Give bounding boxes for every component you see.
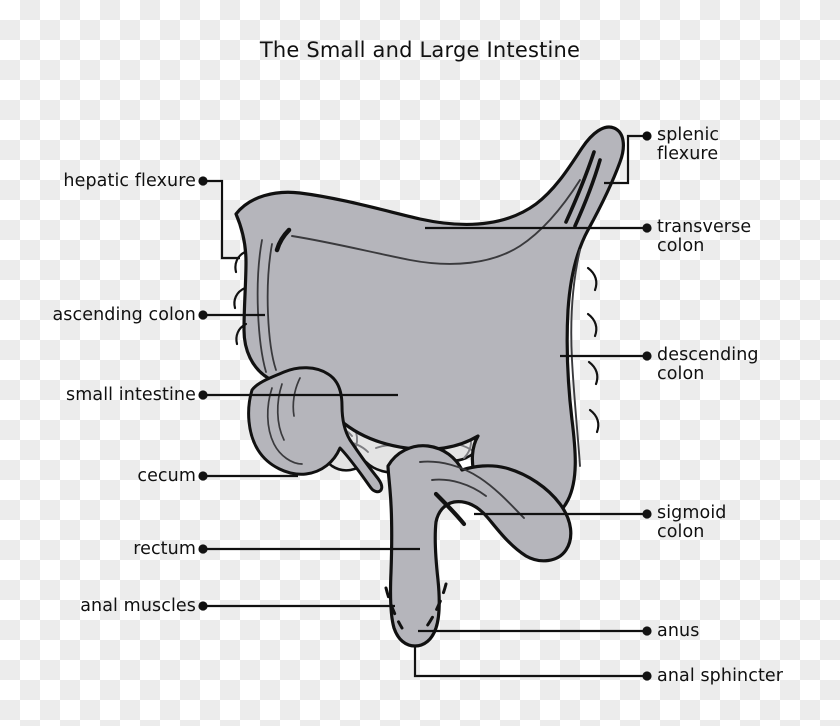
dot-descending-colon: [642, 351, 652, 361]
descending-colon-inner-line: [570, 249, 581, 467]
label-anal-muscles: anal muscles: [80, 596, 196, 616]
leader-lines: [198, 131, 652, 681]
sigmoid-inner-lines: [419, 460, 525, 519]
dot-cecum: [198, 471, 208, 481]
label-small-intestine: small intestine: [66, 385, 196, 405]
dot-anal-muscles: [198, 601, 208, 611]
dot-hepatic-flexure: [198, 176, 208, 186]
label-hepatic-flexure: hepatic flexure: [63, 171, 196, 191]
dot-rectum: [198, 544, 208, 554]
label-splenic-flexure-line2: flexure: [657, 144, 719, 164]
leader-hepatic-flexure: [205, 179, 240, 260]
label-ascending-colon: ascending colon: [52, 305, 196, 325]
dot-ascending-colon: [198, 310, 208, 320]
descending-colon-scallops: [586, 266, 600, 434]
cecum: [247, 366, 384, 494]
label-transverse-colon-line1: transverse: [657, 217, 752, 237]
label-descending-colon-line1: descending: [657, 345, 759, 365]
leader-anal-sphincter: [413, 645, 645, 678]
sigmoid-rectum-accent: [433, 491, 467, 527]
label-anus: anus: [657, 621, 700, 641]
label-transverse-colon-line2: colon: [657, 236, 705, 256]
label-cecum: cecum: [137, 466, 196, 486]
dot-anus: [642, 626, 652, 636]
cecum-inner-lines: [266, 377, 303, 465]
dot-sigmoid-colon: [642, 509, 652, 519]
large-intestine-group: [233, 125, 625, 648]
anal-muscle-arcs: [384, 582, 448, 630]
hepatic-flexure-accent: [274, 227, 292, 253]
label-sigmoid-colon-line1: sigmoid: [657, 503, 727, 523]
dot-anal-sphincter: [642, 671, 652, 681]
dot-transverse-colon: [642, 223, 652, 233]
ascending-colon-scallops: [233, 250, 248, 346]
leader-splenic-flexure: [604, 134, 645, 185]
label-rectum: rectum: [133, 539, 196, 559]
label-splenic-flexure-line1: splenic: [657, 125, 720, 145]
label-descending-colon-line2: colon: [657, 364, 705, 384]
label-anal-sphincter: anal sphincter: [657, 666, 784, 686]
label-sigmoid-colon-line2: colon: [657, 522, 705, 542]
page-title: The Small and Large Intestine: [259, 38, 581, 62]
transverse-colon-inner-line: [291, 179, 581, 265]
splenic-flexure-accent: [564, 150, 602, 228]
colon-haustra: [256, 239, 277, 373]
dot-splenic-flexure: [642, 131, 652, 141]
dot-small-intestine: [198, 390, 208, 400]
